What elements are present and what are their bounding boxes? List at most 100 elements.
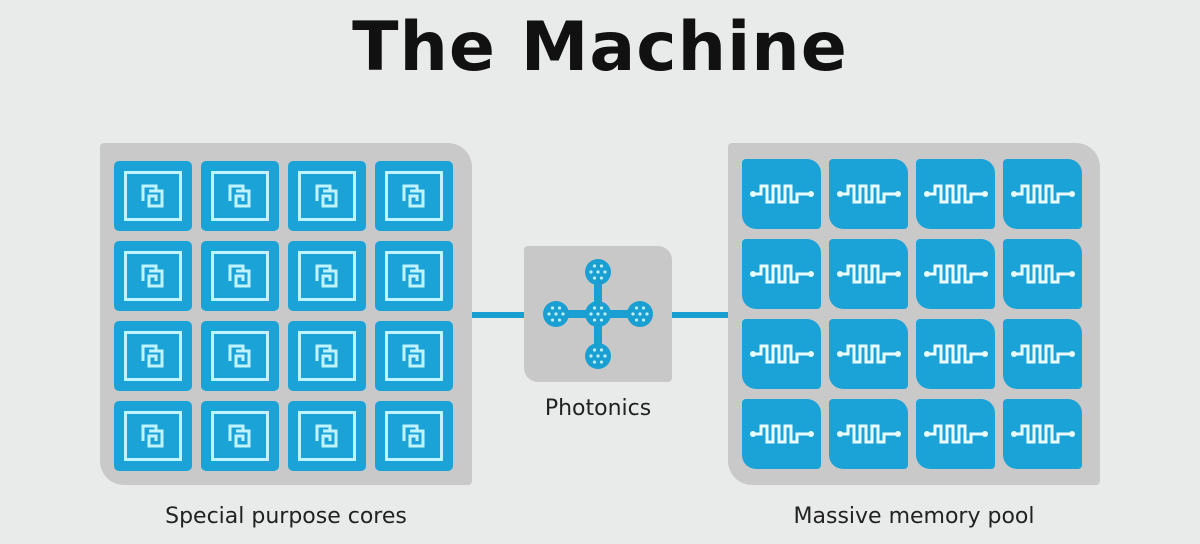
- photonics-dot: [592, 276, 597, 280]
- memory-signal-icon: [749, 184, 814, 204]
- processor-core-icon: [141, 184, 164, 208]
- processor-core-icon: [315, 184, 338, 208]
- photonics-dot: [599, 264, 604, 268]
- photonics-dot: [547, 312, 551, 316]
- core-frame: [298, 411, 356, 461]
- photonics-dot: [592, 306, 597, 310]
- memory-signal-icon: [1010, 264, 1075, 284]
- core-frame: [211, 251, 269, 301]
- memory-tile: [1003, 319, 1082, 389]
- photonics-dot: [592, 348, 597, 352]
- photonics-dot: [599, 360, 604, 364]
- photonics-dot: [603, 354, 607, 358]
- processor-core-icon: [141, 424, 164, 448]
- memory-tile: [742, 399, 821, 469]
- photonics-dot: [641, 306, 646, 310]
- memory-signal-icon: [923, 424, 988, 444]
- processor-core-icon: [141, 264, 164, 288]
- memory-signal-icon: [923, 344, 988, 364]
- processor-core-icon: [315, 344, 338, 368]
- core-tile: [288, 161, 366, 231]
- special-purpose-cores-panel: [100, 143, 472, 485]
- core-tile: [201, 321, 279, 391]
- core-frame: [124, 171, 182, 221]
- processor-core-icon: [141, 344, 164, 368]
- memory-signal-icon: [836, 264, 901, 284]
- memory-signal-icon: [836, 344, 901, 364]
- core-frame: [298, 251, 356, 301]
- core-frame: [124, 411, 182, 461]
- diagram-title: The Machine: [352, 8, 848, 87]
- photonics-dot: [599, 318, 604, 322]
- core-tile: [114, 401, 192, 471]
- memory-tile: [916, 319, 995, 389]
- memory-pool-panel: [728, 143, 1100, 485]
- memory-signal-icon: [1010, 424, 1075, 444]
- memory-signal-icon: [749, 344, 814, 364]
- memory-label: Massive memory pool: [793, 504, 1035, 529]
- memory-tile: [916, 159, 995, 229]
- core-tile: [114, 241, 192, 311]
- core-tile: [114, 161, 192, 231]
- core-tile: [375, 321, 453, 391]
- memory-signal-icon: [749, 264, 814, 284]
- processor-core-icon: [402, 184, 425, 208]
- core-frame: [385, 331, 443, 381]
- core-tile: [375, 161, 453, 231]
- memory-tile: [742, 159, 821, 229]
- memory-tile: [742, 239, 821, 309]
- memory-signal-icon: [836, 424, 901, 444]
- processor-core-icon: [315, 264, 338, 288]
- photonics-dot: [603, 312, 607, 316]
- core-frame: [211, 171, 269, 221]
- memory-tile: [1003, 239, 1082, 309]
- core-tile: [288, 241, 366, 311]
- photonics-dot: [592, 360, 597, 364]
- core-tile: [114, 321, 192, 391]
- left-connector-line: [472, 312, 526, 318]
- photonics-dot: [599, 306, 604, 310]
- memory-tile: [829, 319, 908, 389]
- right-connector-line: [672, 312, 728, 318]
- photonics-dot: [596, 270, 600, 274]
- photonics-dot: [557, 318, 562, 322]
- memory-signal-icon: [1010, 184, 1075, 204]
- memory-tile: [742, 319, 821, 389]
- photonics-dot: [634, 306, 639, 310]
- photonics-box: [524, 246, 672, 382]
- memory-grid: [742, 159, 1082, 469]
- memory-signal-icon: [749, 424, 814, 444]
- processor-core-icon: [402, 424, 425, 448]
- memory-signal-icon: [1010, 344, 1075, 364]
- processor-core-icon: [228, 264, 251, 288]
- memory-tile: [1003, 159, 1082, 229]
- core-frame: [124, 251, 182, 301]
- processor-core-icon: [315, 424, 338, 448]
- core-grid: [114, 161, 453, 471]
- photonics-network-icon: [543, 259, 653, 369]
- processor-core-icon: [228, 424, 251, 448]
- core-tile: [288, 321, 366, 391]
- memory-tile: [829, 399, 908, 469]
- core-frame: [211, 331, 269, 381]
- processor-core-icon: [228, 344, 251, 368]
- photonics-dot: [596, 354, 600, 358]
- photonics-dot: [589, 354, 593, 358]
- core-frame: [124, 331, 182, 381]
- core-frame: [211, 411, 269, 461]
- core-tile: [201, 401, 279, 471]
- photonics-dot: [641, 318, 646, 322]
- photonics-dot: [599, 276, 604, 280]
- photonics-dot: [550, 306, 555, 310]
- photonics-dot: [596, 312, 600, 316]
- memory-tile: [829, 159, 908, 229]
- photonics-dot: [599, 348, 604, 352]
- photonics-dot: [589, 270, 593, 274]
- memory-tile: [1003, 399, 1082, 469]
- processor-core-icon: [402, 344, 425, 368]
- photonics-dot: [592, 318, 597, 322]
- photonics-dot: [631, 312, 635, 316]
- core-frame: [298, 171, 356, 221]
- memory-tile: [916, 399, 995, 469]
- photonics-dot: [638, 312, 642, 316]
